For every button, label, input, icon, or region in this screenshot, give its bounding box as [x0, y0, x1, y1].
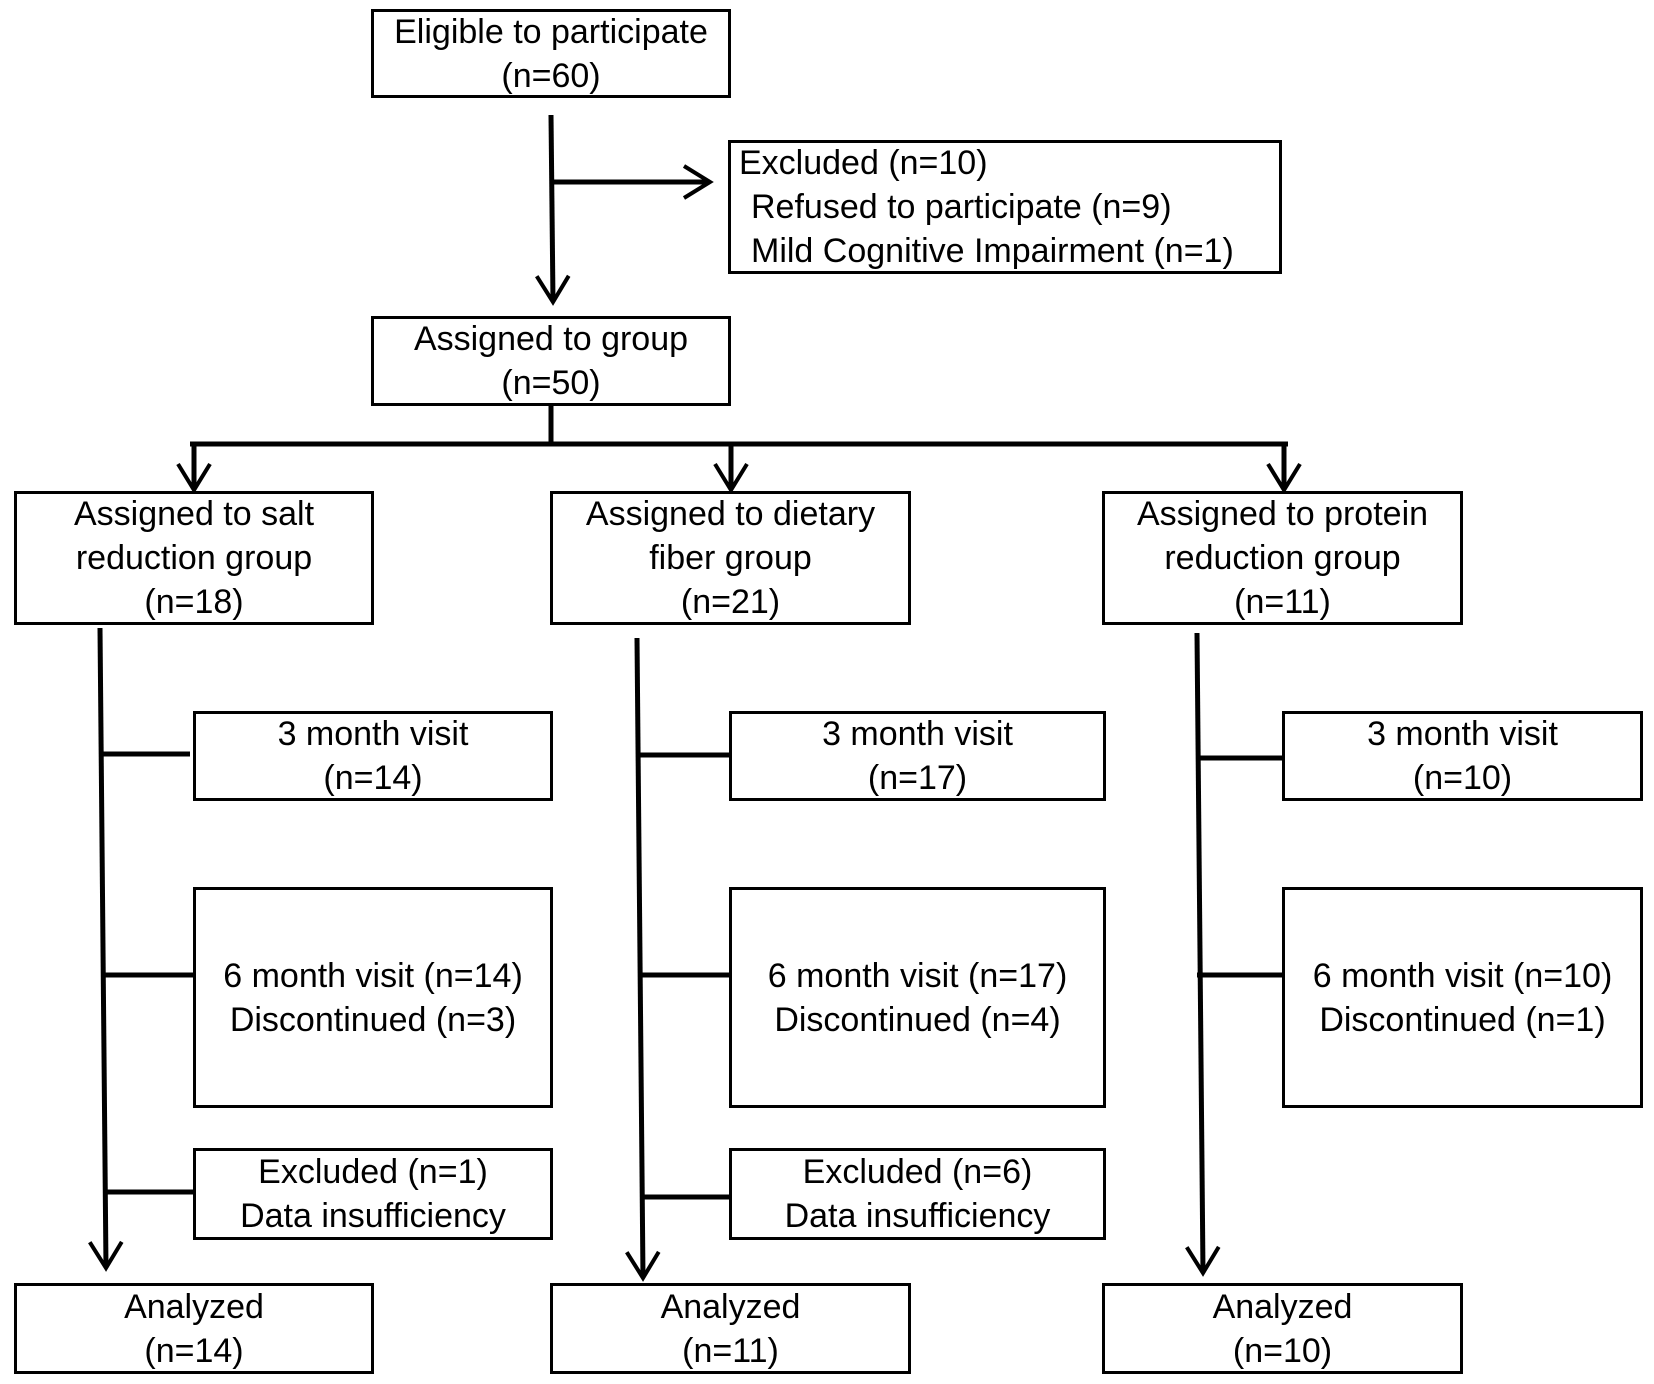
fiber-title-2: fiber group — [649, 539, 812, 577]
salt-count: (n=18) — [144, 583, 244, 621]
salt-excluded-reason: Data insufficiency — [240, 1197, 506, 1235]
protein-analyzed-label: Analyzed — [1212, 1287, 1353, 1326]
excluded-refused: Refused to participate (n=9) — [751, 188, 1172, 226]
fiber-analyzed-box: Analyzed (n=11) — [550, 1283, 911, 1374]
protein-title-2: reduction group — [1164, 539, 1401, 577]
eligible-box: Eligible to participate (n=60) — [371, 9, 731, 98]
fiber-group-box: Assigned to dietary fiber group (n=21) — [550, 491, 911, 625]
fiber-3month-box: 3 month visit (n=17) — [729, 711, 1106, 801]
salt-3month-count: (n=14) — [323, 759, 423, 797]
fiber-excluded-box: Excluded (n=6) Data insufficiency — [729, 1148, 1106, 1240]
salt-analyzed-box: Analyzed (n=14) — [14, 1283, 374, 1374]
salt-title-1: Assigned to salt — [73, 495, 315, 533]
salt-3month-box: 3 month visit (n=14) — [193, 711, 553, 801]
salt-6month-label: 6 month visit (n=14) — [223, 956, 523, 995]
eligible-label: Eligible to participate — [394, 12, 708, 51]
protein-count: (n=11) — [1234, 583, 1331, 621]
excluded-box: Excluded (n=10) Refused to participate (… — [728, 140, 1282, 274]
protein-3month-label: 3 month visit — [1367, 715, 1558, 753]
fiber-discontinued: Discontinued (n=4) — [774, 1000, 1061, 1039]
flow-eligible-to-assigned — [535, 114, 571, 306]
protein-6month-label: 6 month visit (n=10) — [1312, 956, 1613, 995]
salt-6month-box: 6 month visit (n=14) Discontinued (n=3) — [193, 887, 553, 1108]
salt-analyzed-label: Analyzed — [124, 1287, 264, 1326]
assigned-count: (n=50) — [501, 364, 601, 402]
protein-3month-count: (n=10) — [1412, 759, 1513, 797]
salt-trunk — [88, 627, 124, 1272]
salt-excluded-label: Excluded (n=1) — [258, 1153, 488, 1191]
excluded-title: Excluded (n=10) — [739, 144, 988, 182]
protein-trunk — [1185, 632, 1221, 1277]
salt-excluded-box: Excluded (n=1) Data insufficiency — [193, 1148, 553, 1240]
fiber-trunk — [625, 637, 661, 1282]
fiber-3month-label: 3 month visit — [822, 715, 1013, 753]
fiber-3month-count: (n=17) — [867, 759, 968, 797]
protein-analyzed-box: Analyzed (n=10) — [1102, 1283, 1463, 1374]
fiber-count: (n=21) — [680, 583, 781, 621]
assigned-box: Assigned to group (n=50) — [371, 316, 731, 406]
protein-group-box: Assigned to protein reduction group (n=1… — [1102, 491, 1463, 625]
protein-3month-box: 3 month visit (n=10) — [1282, 711, 1643, 801]
salt-group-box: Assigned to salt reduction group (n=18) — [14, 491, 374, 625]
excluded-mci: Mild Cognitive Impairment (n=1) — [751, 232, 1234, 270]
protein-6month-box: 6 month visit (n=10) Discontinued (n=1) — [1282, 887, 1643, 1108]
protein-analyzed-count: (n=10) — [1232, 1331, 1333, 1370]
fiber-excluded-reason: Data insufficiency — [784, 1197, 1051, 1235]
assigned-label: Assigned to group — [413, 320, 689, 358]
fiber-6month-box: 6 month visit (n=17) Discontinued (n=4) — [729, 887, 1106, 1108]
fiber-6month-label: 6 month visit (n=17) — [767, 956, 1068, 995]
fiber-title-1: Assigned to dietary — [585, 495, 876, 533]
fiber-excluded-label: Excluded (n=6) — [802, 1153, 1033, 1191]
fiber-analyzed-label: Analyzed — [660, 1287, 801, 1326]
salt-3month-label: 3 month visit — [277, 715, 469, 753]
eligible-count: (n=60) — [501, 56, 601, 95]
protein-discontinued: Discontinued (n=1) — [1319, 1000, 1606, 1039]
salt-title-2: reduction group — [75, 539, 313, 577]
salt-analyzed-count: (n=14) — [144, 1331, 244, 1370]
protein-title-1: Assigned to protein — [1136, 495, 1429, 533]
salt-discontinued: Discontinued (n=3) — [229, 1000, 517, 1039]
fiber-analyzed-count: (n=11) — [682, 1331, 779, 1370]
